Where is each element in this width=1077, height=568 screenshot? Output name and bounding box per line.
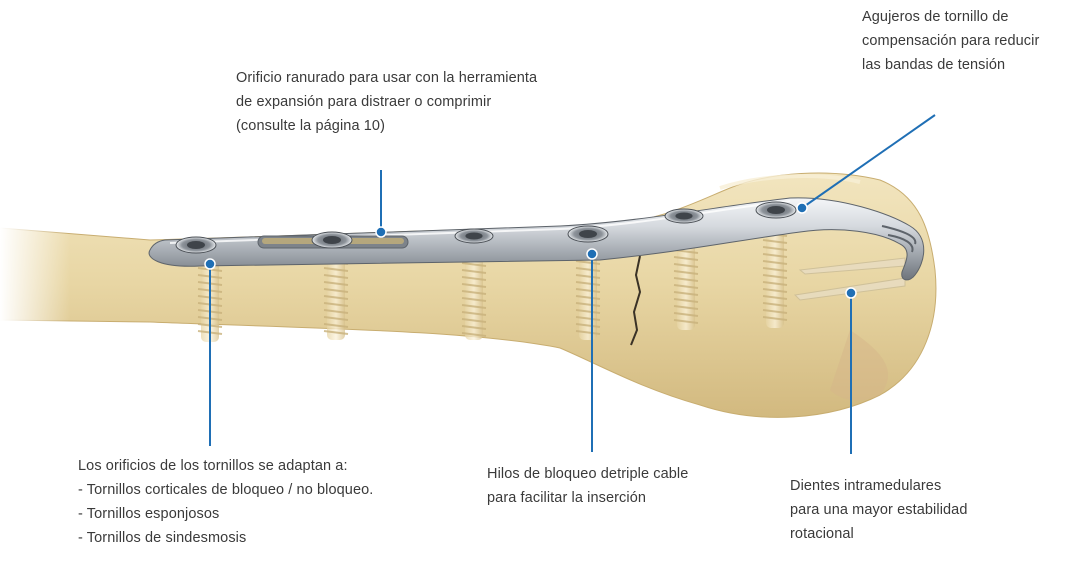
callout-line: - Tornillos esponjosos (78, 506, 220, 522)
callout-line: Orificio ranurado para usar con la herra… (236, 70, 538, 86)
callout-line: compensación para reducir (862, 33, 1040, 49)
callout-screw-holes: Los orificios de los tornillos se adapta… (78, 454, 373, 550)
bone-plate (148, 197, 925, 281)
leader-lines (204, 114, 936, 454)
callout-intramedullary-teeth: Dientes intramedulares para una mayor es… (790, 474, 968, 546)
hex-socket (465, 232, 483, 240)
callout-line: para facilitar la inserción (487, 490, 647, 506)
hex-socket (767, 206, 785, 214)
callout-line: de expansión para distraer o comprimir (236, 94, 492, 110)
callout-line: - Tornillos de sindesmosis (78, 530, 247, 546)
hex-socket (323, 236, 341, 244)
callout-line: Agujeros de tornillo de (862, 9, 1009, 25)
callout-line: Los orificios de los tornillos se adapta… (78, 458, 348, 474)
screw-shaft (575, 248, 601, 340)
screw-shaft (323, 255, 349, 340)
callout-line: (consulte la página 10) (236, 118, 386, 134)
callout-locking-threads: Hilos de bloqueo detriple cable para fac… (487, 462, 688, 510)
callout-line: Hilos de bloqueo detriple cable (487, 466, 689, 482)
marker-slot (375, 226, 387, 238)
callout-line: las bandas de tensión (862, 57, 1006, 73)
marker-threads (586, 248, 598, 260)
callout-compensation-holes: Agujeros de tornillo de compensación par… (862, 5, 1039, 77)
hex-socket (579, 230, 597, 238)
hex-socket (675, 212, 693, 220)
callout-line: - Tornillos corticales de bloqueo / no b… (78, 482, 374, 498)
screw-heads (175, 201, 797, 254)
marker-screw-holes (204, 258, 216, 270)
hex-socket (187, 241, 205, 249)
screw-shaft (673, 230, 699, 330)
callout-line: Dientes intramedulares (790, 478, 942, 494)
marker-compensation (796, 202, 808, 214)
screw-shaft (461, 250, 487, 340)
callout-line: para una mayor estabilidad (790, 502, 968, 518)
leader-compensation (801, 114, 936, 209)
fracture-line (630, 255, 642, 346)
marker-teeth (845, 287, 857, 299)
callout-slotted-hole: Orificio ranurado para usar con la herra… (236, 66, 537, 138)
callout-line: rotacional (790, 526, 854, 542)
